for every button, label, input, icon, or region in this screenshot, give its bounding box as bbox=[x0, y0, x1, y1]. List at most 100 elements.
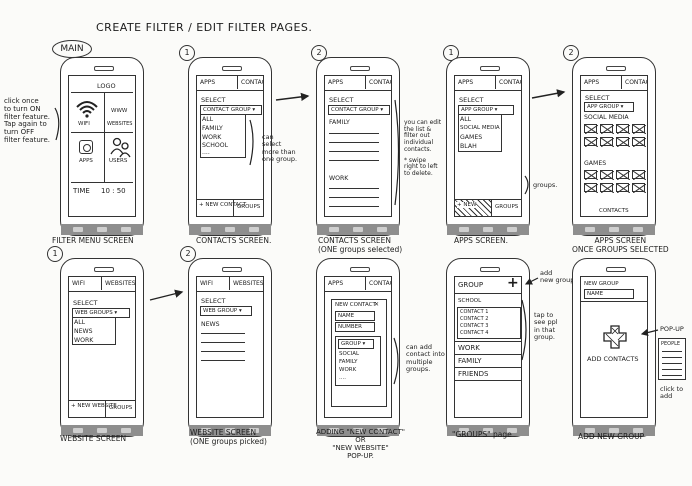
close-icon[interactable]: ✕ bbox=[374, 301, 380, 308]
list-item[interactable]: WORK bbox=[74, 337, 94, 344]
contact-item[interactable]: CONTACT 2 bbox=[460, 316, 489, 322]
users-icon[interactable] bbox=[109, 136, 131, 158]
contact-row[interactable] bbox=[329, 160, 379, 162]
add-contacts-plus-icon[interactable] bbox=[603, 325, 627, 349]
note-line: add bbox=[540, 269, 553, 277]
tab-apps[interactable]: APPS bbox=[584, 79, 600, 86]
list-item[interactable]: FAMILY bbox=[339, 359, 358, 365]
app-icon[interactable] bbox=[584, 124, 598, 134]
website-row[interactable] bbox=[201, 342, 245, 344]
note-line: add bbox=[660, 392, 673, 401]
app-icon[interactable] bbox=[632, 183, 646, 193]
app-icon[interactable] bbox=[632, 170, 646, 180]
note-line: see ppl bbox=[534, 318, 558, 327]
contact-item[interactable]: CONTACT 3 bbox=[460, 323, 489, 329]
website-row[interactable] bbox=[201, 333, 245, 335]
groups-button[interactable]: GROUPS bbox=[105, 401, 135, 417]
app-icon[interactable] bbox=[584, 170, 598, 180]
new-contact-popup: NEW CONTACT ✕ NAME NUMBER GROUP ▾ SOCIAL… bbox=[331, 299, 387, 407]
contact-item[interactable]: CONTACT 1 bbox=[460, 309, 489, 315]
number-field[interactable]: NUMBER bbox=[335, 322, 375, 332]
app-icon[interactable] bbox=[616, 124, 630, 134]
list-item[interactable]: .... bbox=[202, 149, 210, 156]
app-icon[interactable] bbox=[616, 137, 630, 147]
contact-row[interactable] bbox=[329, 188, 379, 190]
add-contacts-label[interactable]: ADD CONTACTS bbox=[587, 355, 639, 363]
tab-bar: APPS CONTACTS bbox=[325, 277, 391, 292]
arrow-popup bbox=[640, 329, 659, 337]
tab-apps[interactable]: APPS bbox=[458, 79, 474, 86]
add-group-button[interactable]: + bbox=[507, 276, 519, 291]
tab-contacts[interactable]: CONTACTS bbox=[365, 76, 391, 89]
app-icon[interactable] bbox=[632, 124, 646, 134]
app-icon[interactable] bbox=[632, 137, 646, 147]
contact-row[interactable] bbox=[329, 151, 379, 153]
apps-icon[interactable] bbox=[79, 140, 93, 154]
list-item[interactable]: NEWS bbox=[74, 328, 93, 335]
list-item[interactable]: WORK bbox=[339, 367, 357, 373]
popup-screen: APPS CONTACTS NEW CONTACT ✕ NAME NUMBER … bbox=[324, 276, 392, 418]
app-icon[interactable] bbox=[600, 170, 614, 180]
contact-row[interactable] bbox=[329, 197, 379, 199]
list-item[interactable]: SOCIAL bbox=[339, 351, 360, 357]
divider bbox=[455, 380, 521, 382]
list-item[interactable]: GAMES bbox=[460, 134, 483, 141]
tab-websites[interactable]: WEBSITES bbox=[101, 277, 135, 290]
app-icon[interactable] bbox=[584, 183, 598, 193]
friends-group[interactable]: FRIENDS bbox=[458, 370, 489, 378]
footer-bar: + NEW WEBSITE GROUPS bbox=[69, 400, 135, 417]
speaker bbox=[94, 66, 114, 71]
list-item[interactable]: SOCIAL MEDIA bbox=[460, 125, 500, 131]
list-item[interactable]: ALL bbox=[460, 116, 472, 123]
contact-group-dropdown[interactable]: CONTACT GROUP ▾ bbox=[328, 105, 390, 115]
family-group[interactable]: FAMILY bbox=[458, 357, 482, 365]
name-field[interactable]: NAME bbox=[335, 311, 375, 321]
new-website-button[interactable]: + NEW WEBSITE bbox=[71, 403, 117, 409]
app-icon[interactable] bbox=[600, 124, 614, 134]
groups-button[interactable]: GROUPS bbox=[491, 200, 521, 216]
tab-wifi[interactable]: WIFI bbox=[200, 280, 213, 287]
group-dropdown[interactable]: GROUP ▾ bbox=[338, 339, 374, 349]
groups-button[interactable]: GROUPS bbox=[233, 200, 263, 216]
new-group-button[interactable]: + NEW bbox=[457, 202, 477, 208]
contact-item[interactable]: CONTACT 4 bbox=[460, 330, 489, 336]
new-contact-button[interactable]: + NEW CONTACT bbox=[199, 202, 247, 208]
tab-contacts[interactable]: CONTACTS bbox=[365, 277, 391, 290]
tab-contacts[interactable]: CONTACTS bbox=[237, 76, 263, 89]
website-row[interactable] bbox=[201, 360, 245, 362]
list-item[interactable]: ALL bbox=[74, 319, 86, 326]
website-row[interactable] bbox=[201, 351, 245, 353]
list-item[interactable]: SCHOOL bbox=[202, 142, 229, 149]
tab-apps[interactable]: APPS bbox=[200, 79, 216, 86]
contact-row[interactable] bbox=[329, 142, 379, 144]
tab-websites[interactable]: WEBSITES bbox=[229, 277, 263, 290]
list-item[interactable]: FAMILY bbox=[202, 125, 223, 132]
app-icon[interactable] bbox=[600, 183, 614, 193]
app-icon[interactable] bbox=[600, 137, 614, 147]
group-name-field[interactable]: NAME bbox=[584, 289, 634, 299]
contact-row[interactable] bbox=[329, 133, 379, 135]
caption: APPS SCREEN ONCE GROUPS SELECTED bbox=[572, 236, 669, 254]
dropdown-value: GROUP bbox=[341, 341, 361, 347]
tab-wifi[interactable]: WIFI bbox=[72, 280, 85, 287]
tab-apps[interactable]: APPS bbox=[328, 79, 344, 86]
app-group-dropdown[interactable]: APP GROUP ▾ bbox=[584, 102, 634, 112]
note-line: contacts. bbox=[404, 145, 432, 153]
school-group[interactable]: SCHOOL bbox=[458, 298, 482, 304]
tab-contacts[interactable]: CONTACTS bbox=[495, 76, 521, 89]
list-item[interactable]: WORK bbox=[202, 134, 222, 141]
list-item[interactable]: .... bbox=[339, 375, 346, 381]
step-number: 2 bbox=[180, 246, 196, 262]
wifi-icon[interactable] bbox=[75, 98, 99, 118]
list-item[interactable]: BLAH bbox=[460, 143, 477, 150]
work-group[interactable]: WORK bbox=[458, 344, 480, 352]
list-item[interactable]: ALL bbox=[202, 116, 214, 123]
app-icon[interactable] bbox=[616, 170, 630, 180]
tab-contacts[interactable]: CONTACTS bbox=[621, 76, 647, 89]
contact-row[interactable] bbox=[329, 206, 379, 208]
app-icon[interactable] bbox=[616, 183, 630, 193]
multi-group-note: can add contact into multiple groups. bbox=[406, 343, 445, 373]
app-icon[interactable] bbox=[584, 137, 598, 147]
web-group-dropdown[interactable]: WEB GROUP ▾ bbox=[200, 306, 252, 316]
tab-apps[interactable]: APPS bbox=[328, 280, 344, 287]
